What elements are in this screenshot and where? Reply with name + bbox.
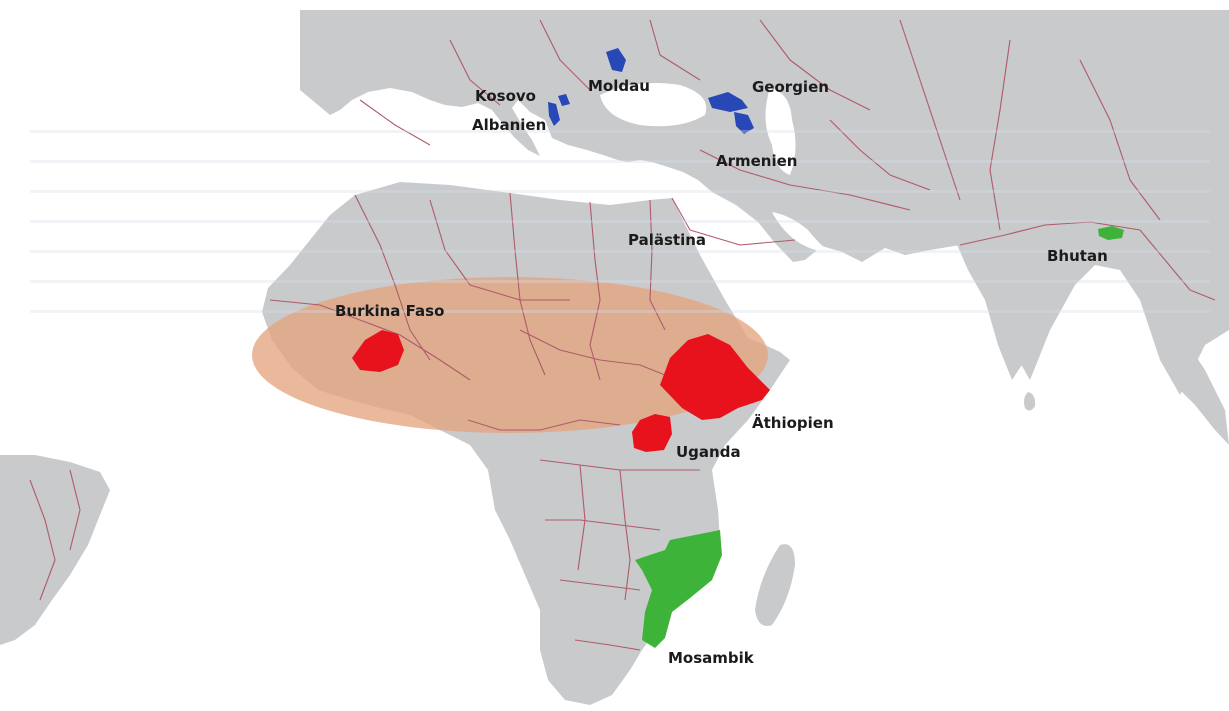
persian-gulf xyxy=(772,212,830,252)
label-aethiopien: Äthiopien xyxy=(752,413,834,432)
country-borders xyxy=(29,19,1216,651)
label-albanien: Albanien xyxy=(472,116,546,134)
label-kosovo: Kosovo xyxy=(475,87,536,105)
country-kosovo xyxy=(558,94,570,106)
sahel-band xyxy=(252,277,768,433)
land-southeast-asia xyxy=(1150,320,1229,445)
mediterranean-sea xyxy=(345,144,655,195)
black-sea xyxy=(600,82,707,127)
label-moldau: Moldau xyxy=(588,77,650,95)
label-bhutan: Bhutan xyxy=(1047,247,1108,265)
land-south-america xyxy=(0,455,110,645)
label-armenien: Armenien xyxy=(716,152,797,170)
faint-background-text xyxy=(30,130,1210,313)
country-uganda xyxy=(632,414,672,452)
label-georgien: Georgien xyxy=(752,78,829,96)
label-mosambik: Mosambik xyxy=(668,649,755,667)
country-moldau xyxy=(606,48,626,72)
land-madagascar xyxy=(755,544,795,626)
label-burkina-faso: Burkina Faso xyxy=(335,302,444,320)
land-sri-lanka xyxy=(1024,392,1036,411)
country-mosambik xyxy=(635,530,722,648)
country-georgien xyxy=(708,92,748,112)
red-sea xyxy=(676,198,762,342)
country-armenien xyxy=(734,112,754,134)
label-uganda: Uganda xyxy=(676,443,741,461)
country-bhutan xyxy=(1098,226,1124,240)
country-aethiopien xyxy=(660,334,770,420)
label-palaestina: Palästina xyxy=(628,231,706,249)
country-burkina-faso xyxy=(352,330,404,372)
land-eurasia xyxy=(300,10,1229,395)
land-india xyxy=(955,240,1055,380)
country-albanien xyxy=(548,102,560,126)
caspian-sea xyxy=(765,88,796,175)
